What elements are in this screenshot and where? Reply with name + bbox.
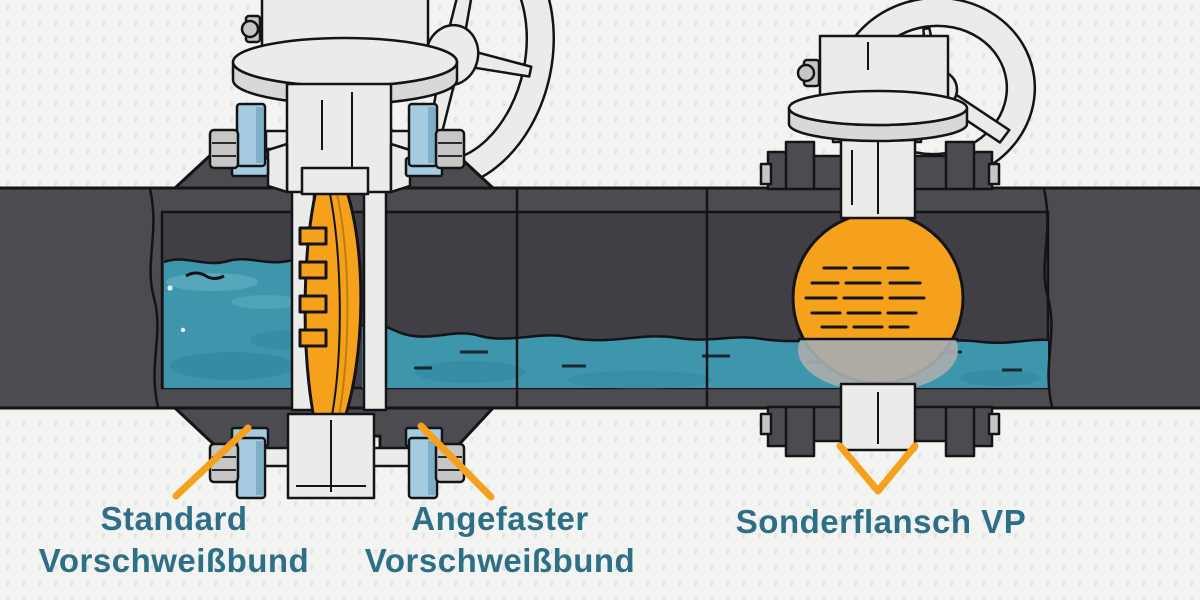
pipeline bbox=[0, 186, 1200, 410]
valve-disc bbox=[298, 184, 363, 426]
yoke-plate-top bbox=[787, 89, 969, 127]
pipe-cut-right bbox=[1042, 188, 1054, 408]
labels: Standard Vorschweißbund Angefaster Vorsc… bbox=[39, 500, 1026, 579]
sonderflansch-bottom-right bbox=[944, 405, 1001, 458]
sonderflansch-top-right bbox=[944, 140, 1001, 191]
label-sonderflansch: Sonderflansch VP bbox=[736, 503, 1026, 540]
label-standard-line1: Standard bbox=[100, 500, 247, 537]
ball-texture bbox=[804, 266, 926, 329]
label-standard-line2: Vorschweißbund bbox=[39, 542, 309, 579]
label-angefaster-line1: Angefaster bbox=[411, 500, 588, 537]
ball-submerged bbox=[798, 339, 958, 388]
gate-valve bbox=[173, 0, 495, 500]
sonderflansch-top-left bbox=[759, 140, 816, 191]
ball-valve bbox=[759, 34, 1001, 458]
label-angefaster-line2: Vorschweißbund bbox=[365, 542, 635, 579]
bonnet-flange-top bbox=[231, 36, 459, 88]
weld-collar-top-left bbox=[230, 102, 270, 178]
gland-tab-left bbox=[266, 142, 289, 194]
stem-foot bbox=[300, 166, 370, 196]
flange-face-right bbox=[362, 184, 388, 412]
leader-line-standard bbox=[172, 424, 252, 500]
pipe-seam bbox=[515, 189, 709, 407]
leader-line-angefaster bbox=[417, 422, 495, 501]
gland-tab-right bbox=[389, 142, 412, 194]
leader-chevron-sonderflansch bbox=[836, 442, 919, 495]
sonderflansch-bottom-left bbox=[759, 405, 816, 458]
water-upstream bbox=[163, 258, 330, 388]
pipe-cut-left bbox=[148, 188, 160, 408]
weld-collar-top-right bbox=[404, 102, 444, 178]
leader-lines bbox=[172, 422, 919, 501]
